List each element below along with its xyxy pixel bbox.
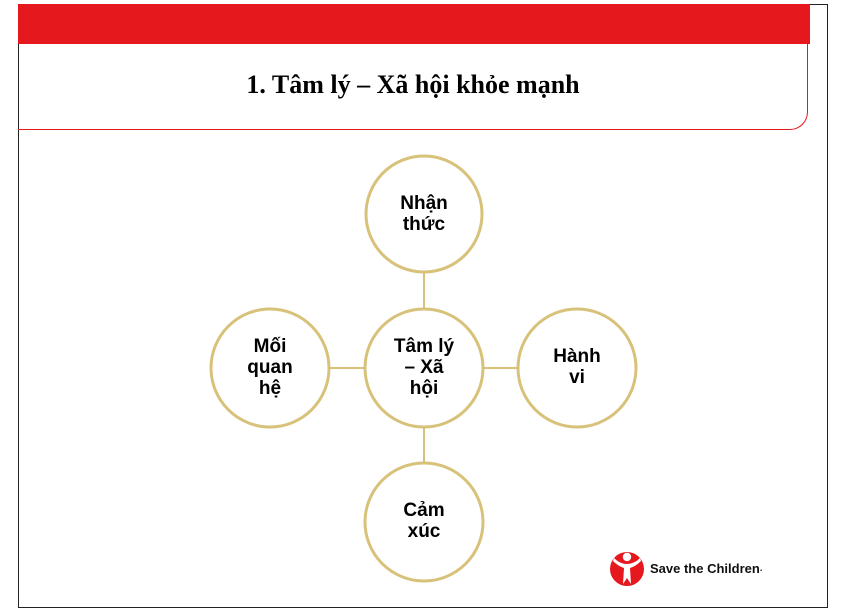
slide-title: 1. Tâm lý – Xã hội khỏe mạnh <box>246 70 580 99</box>
circle-top <box>364 154 484 274</box>
circle-bottom <box>363 461 485 583</box>
node-center-label: Tâm lý – Xã hội <box>393 336 455 399</box>
node-left-label: Mối quan hệ <box>247 336 293 399</box>
header-band <box>18 4 810 44</box>
node-right-label: Hành vi <box>553 346 601 388</box>
circle-right <box>516 307 638 429</box>
circle-left <box>209 307 331 429</box>
node-bottom-label: Cảm xúc <box>403 500 445 542</box>
logo-registered-dot: . <box>759 563 763 573</box>
title-card <box>18 44 808 130</box>
logo-text: Save the Children <box>650 560 760 576</box>
circle-center <box>363 307 485 429</box>
save-the-children-mark-icon <box>610 552 644 586</box>
node-top-label: Nhận thức <box>400 193 448 235</box>
save-the-children-logo: Save the Children. <box>608 546 762 590</box>
